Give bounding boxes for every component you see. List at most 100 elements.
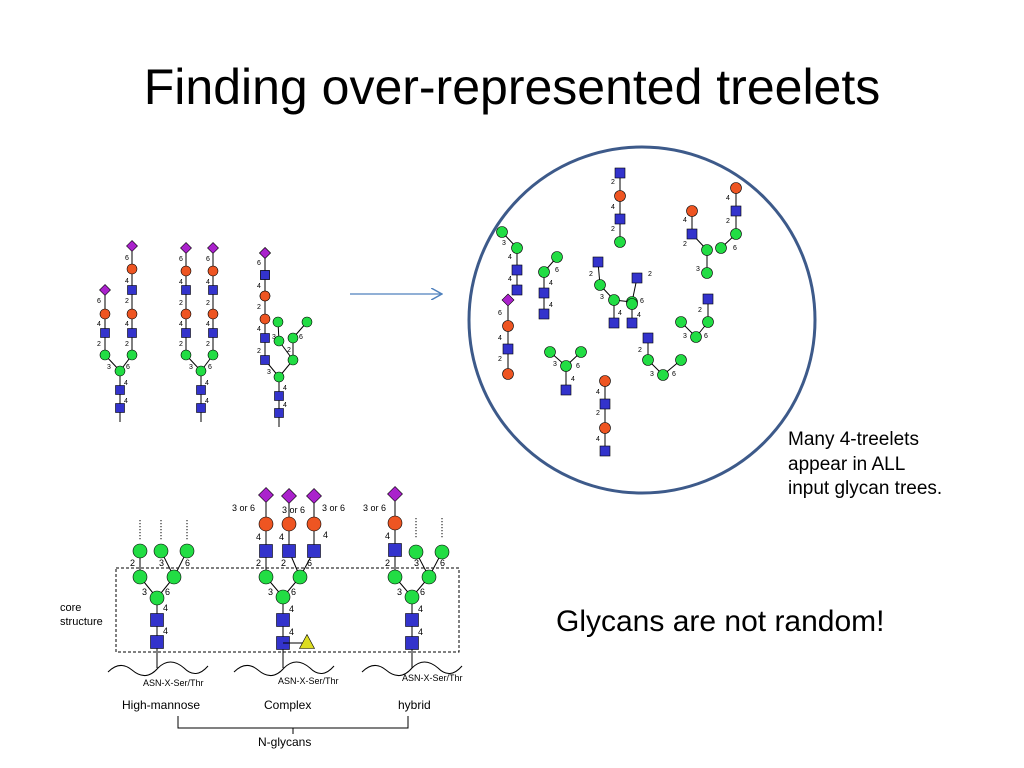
linkage-number: 4 xyxy=(549,302,553,309)
hexnac-square-icon xyxy=(127,328,137,338)
hexnac-square-icon xyxy=(405,636,419,650)
hexnac-square-icon xyxy=(686,228,698,240)
galactose-circle-icon xyxy=(387,515,403,531)
mannose-circle-icon xyxy=(538,266,550,278)
hexnac-square-icon xyxy=(642,332,654,344)
linkage-number: 2 xyxy=(179,341,183,348)
sialic-acid-diamond-icon xyxy=(259,247,271,259)
hexnac-square-icon xyxy=(502,343,514,355)
mannose-circle-icon xyxy=(166,569,182,585)
mannose-circle-icon xyxy=(149,590,165,606)
linkage-number: 4 xyxy=(508,276,512,283)
linkage-number: 3 xyxy=(683,333,687,340)
class-label-highmannose: High-mannose xyxy=(122,698,200,712)
mannose-circle-icon xyxy=(387,569,403,585)
linkage-number: 6 xyxy=(126,364,130,371)
mannose-circle-icon xyxy=(132,543,148,559)
mannose-circle-icon xyxy=(560,360,572,372)
linkage-number: 6 xyxy=(440,558,445,568)
hexnac-square-icon xyxy=(115,385,125,395)
linkage-number: 4 xyxy=(125,278,129,285)
mannose-circle-icon xyxy=(287,354,299,366)
mannose-circle-icon xyxy=(675,354,687,366)
galactose-circle-icon xyxy=(502,368,514,380)
sialic-acid-diamond-icon xyxy=(387,486,403,502)
linkage-number: 6 xyxy=(179,256,183,263)
mannose-circle-icon xyxy=(702,316,714,328)
linkage-number: 4 xyxy=(205,380,209,387)
galactose-circle-icon xyxy=(259,290,271,302)
galactose-circle-icon xyxy=(259,313,271,325)
hexnac-square-icon xyxy=(150,635,164,649)
linkage-number: 4 xyxy=(683,217,687,224)
mannose-circle-icon xyxy=(642,354,654,366)
core-structure-label-line1: core xyxy=(60,602,81,614)
core-structure-box xyxy=(115,567,460,653)
hexnac-square-icon xyxy=(150,613,164,627)
linkage-number: 4 xyxy=(571,376,575,383)
hexnac-square-icon xyxy=(274,391,284,401)
hexnac-square-icon xyxy=(614,213,626,225)
linkage-number: 2 xyxy=(648,271,652,278)
linkage-number: 6 xyxy=(555,267,559,274)
linkage-number: 6 xyxy=(498,310,502,317)
protein-backbone-highmannose xyxy=(107,661,209,676)
linkage-number: 3 xyxy=(502,240,506,247)
mannose-circle-icon xyxy=(701,267,713,279)
hexnac-square-icon xyxy=(282,544,296,558)
linkage-number: 6 xyxy=(185,558,190,568)
linkage-number: 6 xyxy=(299,334,303,341)
linkage-number: 6 xyxy=(208,364,212,371)
linkage-number: 4 xyxy=(124,398,128,405)
linkage-number: 4 xyxy=(596,436,600,443)
not-random-note: Glycans are not random! xyxy=(556,605,885,638)
mannose-circle-icon xyxy=(690,331,702,343)
mannose-circle-icon xyxy=(496,226,508,238)
hexnac-square-icon xyxy=(599,445,611,457)
linkage-number: 6 xyxy=(165,587,170,597)
linkage-number: 6 xyxy=(640,298,644,305)
hexnac-square-icon xyxy=(260,333,270,343)
linkage-number: 3 xyxy=(397,587,402,597)
linkage-number: 3 xyxy=(600,294,604,301)
linkage-number: 4 xyxy=(289,604,294,614)
linkage-number: 6 xyxy=(704,333,708,340)
linkage-number: 2 xyxy=(638,347,642,354)
linkage-number: 6 xyxy=(733,245,737,252)
linkage-number: 2 xyxy=(281,558,286,568)
galactose-circle-icon xyxy=(502,320,514,332)
hexnac-square-icon xyxy=(127,285,137,295)
galactose-circle-icon xyxy=(126,308,138,320)
galactose-circle-icon xyxy=(306,516,322,532)
slide-title: Finding over-represented treelets xyxy=(143,59,881,115)
linkage-number: 4 xyxy=(726,195,730,202)
galactose-circle-icon xyxy=(281,516,297,532)
mannose-circle-icon xyxy=(551,251,563,263)
hexnac-square-icon xyxy=(181,328,191,338)
galactose-circle-icon xyxy=(599,375,611,387)
hexnac-square-icon xyxy=(274,408,284,418)
linkage-label: 3 or 6 xyxy=(232,503,255,513)
hexnac-square-icon xyxy=(181,285,191,295)
linkage-number: 6 xyxy=(576,363,580,370)
hexnac-square-icon xyxy=(702,293,714,305)
mannose-circle-icon xyxy=(180,349,192,361)
mannose-circle-icon xyxy=(421,569,437,585)
mannose-circle-icon xyxy=(575,346,587,358)
mannose-circle-icon xyxy=(608,294,620,306)
hexnac-square-icon xyxy=(115,403,125,413)
mannose-circle-icon xyxy=(275,589,291,605)
linkage-number: 4 xyxy=(163,603,168,613)
mannose-circle-icon xyxy=(626,298,638,310)
mannose-circle-icon xyxy=(404,589,420,605)
linkage-number: 2 xyxy=(385,558,390,568)
protein-backbone-hybrid xyxy=(361,661,463,676)
hexnac-square-icon xyxy=(260,270,270,280)
family-label: N-glycans xyxy=(258,735,311,749)
linkage-number: 2 xyxy=(256,558,261,568)
linkage-number: 3 xyxy=(159,558,164,568)
treelet-note: Many 4-treelets appear in ALL input glyc… xyxy=(788,428,942,502)
linkage-number: 3 xyxy=(107,364,111,371)
linkage-number: 3 xyxy=(268,587,273,597)
